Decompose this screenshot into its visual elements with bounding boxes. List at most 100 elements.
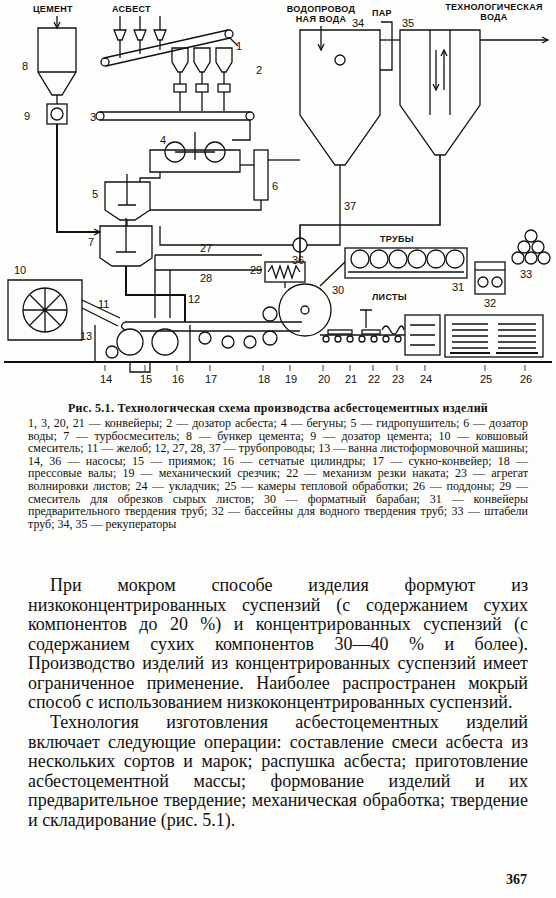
- pipe-line: [345, 248, 467, 278]
- recuperator: [380, 39, 400, 40]
- callout-number: 10: [14, 264, 26, 276]
- callout-number: 33: [520, 268, 532, 280]
- material-label: ПАР: [372, 8, 392, 18]
- callout-number: 22: [368, 373, 380, 385]
- figure-key: 1, 3, 20, 21 — конвейеры; 2 — дозатор ас…: [28, 417, 528, 530]
- callout-number: 36: [292, 254, 304, 266]
- sheet-line: [405, 315, 440, 355]
- figure-caption: Рис. 5.1. Технологическая схема производ…: [28, 401, 528, 415]
- sheet-line: [445, 315, 543, 357]
- pipe-line: [532, 241, 544, 253]
- recuperator: [318, 44, 324, 50]
- callout-number: 26: [520, 373, 532, 385]
- sheet-line: [335, 336, 341, 342]
- conveyor: [246, 112, 254, 120]
- forming-machine: [106, 346, 118, 358]
- pipe-line: [525, 252, 537, 264]
- callout-number: 30: [332, 284, 344, 296]
- sheet-line: [383, 336, 389, 342]
- sheet-line: [452, 324, 488, 348]
- pipe-line: [525, 230, 537, 242]
- sheet-line: [362, 330, 380, 334]
- callout-number: 28: [200, 272, 212, 284]
- cement-doser: [51, 108, 63, 120]
- callout-number: 34: [352, 17, 364, 29]
- cement-doser: [47, 95, 100, 235]
- callout-number: 6: [272, 180, 278, 192]
- sheet-line: [320, 310, 543, 357]
- cement-doser: [57, 124, 100, 232]
- water-doser: [254, 150, 268, 200]
- callout-number: 32: [484, 297, 496, 309]
- asbestos-feed: [120, 16, 160, 30]
- body-paragraph: Технология изготовления асбестоцементных…: [28, 713, 528, 830]
- material-label: ВОДОПРОВОД НАЯ ВОДА: [286, 4, 356, 24]
- cement-hopper: [54, 22, 60, 28]
- pipeline: [300, 155, 440, 262]
- pipe-line: [512, 252, 524, 264]
- callout-number: 31: [452, 281, 464, 293]
- cement-doser: [47, 104, 67, 124]
- material-label: АСБЕСТ: [112, 4, 151, 14]
- sheet-line: [328, 330, 352, 334]
- conveyor: [225, 30, 233, 38]
- callout-number: 3: [90, 111, 96, 123]
- callout-number: 9: [24, 110, 30, 122]
- hydro-fluffer: [105, 172, 160, 226]
- callout-number: 14: [100, 373, 112, 385]
- floor: [4, 361, 552, 363]
- water-doser: [240, 164, 254, 165]
- recuperator: [480, 39, 548, 40]
- recuperator: [436, 50, 444, 90]
- callout-number: 13: [80, 330, 92, 342]
- forming-machine: [199, 332, 211, 344]
- asbestos-feed: [114, 30, 166, 40]
- pipe-line: [538, 252, 550, 264]
- forming-machine: [95, 284, 331, 372]
- callout-number: 23: [392, 373, 404, 385]
- recuperator: [300, 30, 380, 165]
- asbestos-doser: [180, 72, 224, 84]
- forming-machine: [152, 329, 178, 355]
- material-label: ЦЕМЕНТ: [33, 4, 73, 14]
- pipeline: [307, 165, 340, 245]
- callout-number: 17: [205, 373, 217, 385]
- callout-number: 37: [344, 200, 356, 212]
- hydro-fluffer: [118, 174, 136, 205]
- callout-number: 18: [258, 373, 270, 385]
- asbestos-doser: [216, 48, 232, 72]
- callout-number: 27: [200, 242, 212, 254]
- cement-hopper: [38, 28, 76, 95]
- sheet-line: [360, 310, 372, 328]
- cement-doser: [94, 229, 100, 235]
- asbestos-doser: [196, 84, 208, 92]
- asbestos-doser: [172, 48, 188, 72]
- recuperator: [320, 26, 321, 50]
- recuperator: [542, 37, 548, 43]
- pipe-line: [518, 241, 530, 253]
- bucket-mixer: [8, 280, 120, 340]
- body-paragraph: При мокром способе изделия формуют из ни…: [28, 576, 528, 713]
- recuperator: [300, 22, 400, 165]
- recuperator: [430, 30, 450, 115]
- cement-doser: [56, 95, 57, 104]
- forming-machine: [122, 322, 303, 331]
- conveyor: [101, 58, 109, 66]
- forming-machine: [244, 336, 256, 348]
- recuperator: [380, 22, 392, 70]
- pipe-line: [389, 250, 407, 268]
- pipe-line: [446, 250, 464, 268]
- hydro-fluffer: [140, 172, 160, 182]
- scrap-mixer: [284, 282, 285, 288]
- forming-machine: [130, 362, 150, 372]
- sheet-line: [498, 324, 536, 348]
- forming-machine: [301, 306, 309, 314]
- conveyor: [232, 120, 250, 140]
- sheet-line: [382, 326, 404, 334]
- sheet-line: [359, 336, 365, 342]
- water-doser: [150, 150, 300, 210]
- recuperator: [433, 50, 447, 90]
- water-doser: [268, 159, 300, 160]
- recuperator: [335, 55, 345, 65]
- product-label: ТРУБЫ: [380, 234, 414, 244]
